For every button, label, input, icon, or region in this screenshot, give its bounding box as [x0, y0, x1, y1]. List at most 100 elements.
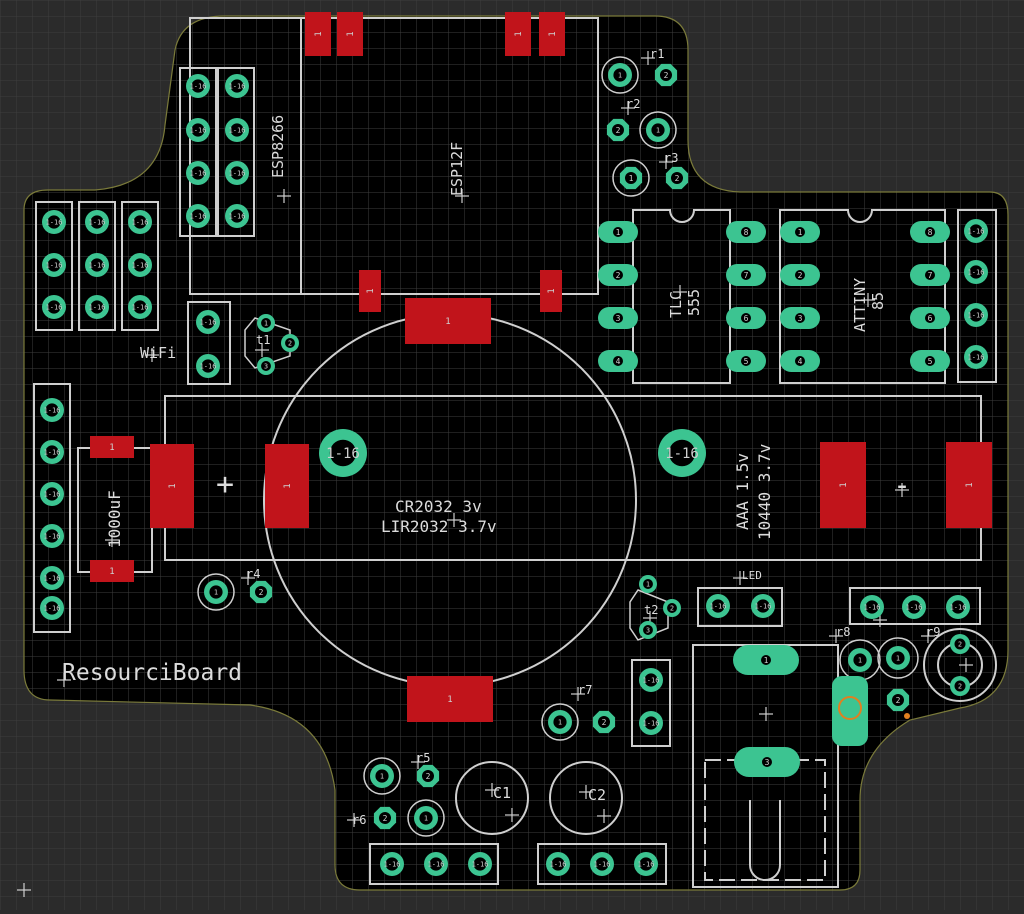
555-label: 555 [685, 289, 703, 316]
attiny-right-pin-0-label: 8 [928, 228, 933, 237]
r5-pad-1: 1 [370, 764, 394, 788]
attiny-right-pin-3: 5 [910, 350, 950, 372]
r2-pad-2-label: 2 [616, 126, 621, 135]
tlc555-right-pin-1: 7 [726, 264, 766, 286]
r3-pad-1-label: 1 [629, 174, 634, 183]
right3-pad-0: 1-16 [860, 595, 884, 619]
r6-pad-1: 1 [414, 806, 438, 830]
attiny-right-pin-2-hole [925, 313, 935, 323]
esp-smd-3: 1 [539, 12, 565, 56]
right-header-pad-0-hole [969, 224, 983, 238]
right3-pad-1-hole [907, 600, 921, 614]
left-b-pad-2: 1-16 [85, 295, 109, 319]
attiny-right-pin-2: 6 [910, 307, 950, 329]
attiny-label: ATTINY [851, 278, 869, 332]
t2-pad-1-label: 1 [646, 580, 650, 588]
esp-smd-5: 1 [540, 270, 562, 312]
tlc555-left-pin-2-label: 3 [616, 314, 621, 323]
right-header-pad-0: 1-16 [964, 219, 988, 243]
battery-smd-left: 1 [150, 444, 194, 528]
esp8266-right-pad-3-label: 1-16 [229, 212, 246, 220]
attiny-left-pin-2-hole [795, 313, 805, 323]
r1-pad-1-label: 1 [618, 71, 622, 79]
t2-pad-2: 2 [663, 599, 681, 617]
r6-pad-2-hole [379, 812, 391, 824]
mid2-pad-0-hole [644, 673, 658, 687]
t2-pad-3-hole [643, 625, 653, 635]
r2-outline [639, 111, 677, 149]
esp12f-outline [189, 17, 599, 295]
buzzer-pad-1-hole [954, 680, 966, 692]
r6-pad-1-label: 1 [424, 814, 428, 822]
r6-pad-1-hole [419, 811, 433, 825]
buzzer-pad-2-label: 2 [958, 640, 962, 648]
attiny-left-pin-1: 2 [780, 264, 820, 286]
cap-smd-top-label: 1 [109, 443, 114, 453]
r9-label: r9 [926, 625, 940, 639]
esp8266-left-pad-1-label: 1-16 [190, 126, 207, 134]
jack-pad-1-hole [761, 655, 771, 665]
battery-smd-right-a: 1 [820, 442, 866, 528]
r4-pad-2-label: 2 [259, 588, 264, 597]
jack-pad-3-label: 3 [765, 758, 770, 767]
buzzer-outline [923, 628, 997, 702]
r8-pad-1-label: 1 [858, 656, 862, 664]
attiny-left-pin-3-hole [795, 356, 805, 366]
r5-pad-1-label: 1 [380, 772, 384, 780]
esp-smd-1: 1 [337, 12, 363, 56]
esp8266-right-pad-2-hole [230, 166, 244, 180]
r4-pad-2-hole [255, 586, 267, 598]
cap-smd-bottom: 1 [90, 560, 134, 582]
t1-pad-2-hole [285, 338, 295, 348]
left-long-pad-2-label: 1-16 [44, 490, 61, 498]
left-long-header-outline [33, 383, 71, 633]
battery-smd-right-a-label: 1 [839, 482, 849, 487]
85-label: 85 [869, 292, 887, 310]
led-pad-1-hole [756, 599, 770, 613]
r4-pad-1-label: 1 [214, 588, 218, 596]
r6-pad-2-label: 2 [383, 814, 388, 823]
wifi-pad-0-hole [201, 315, 215, 329]
tlc555-right-pin-3-label: 5 [744, 357, 749, 366]
left-c-pad-2: 1-16 [128, 295, 152, 319]
r4-outline [197, 573, 235, 611]
left-long-pad-0-label: 1-16 [44, 406, 61, 414]
t1-pad-3-hole [261, 361, 271, 371]
bottom-right-pad-1-label: 1-16 [594, 860, 611, 868]
left-b-pad-2-label: 1-16 [89, 303, 106, 311]
t2-pad-3-label: 3 [646, 626, 650, 634]
r2-pad-2: 2 [606, 118, 630, 142]
left-c-pad-0-label: 1-16 [132, 218, 149, 226]
esp-smd-4-rect [359, 270, 381, 312]
bottom-right-pad-1-hole [595, 857, 609, 871]
bottom-left-pad-1: 1-16 [424, 852, 448, 876]
r8-r9-highlight [832, 676, 910, 746]
jack-pad-1: 1 [733, 645, 799, 675]
r5-pad-2: 2 [416, 764, 440, 788]
esp8266-left-pad-2-hole [191, 166, 205, 180]
jack-pad-1-label: 1 [764, 656, 769, 665]
r7-label: r7 [578, 683, 592, 697]
wifi-pad-1-label: 1-16 [200, 362, 217, 370]
left-b-pad-1: 1-16 [85, 253, 109, 277]
r5-pad-2-hole [422, 770, 434, 782]
t1-pad-3: 3 [257, 357, 275, 375]
wifi-pad-0: 1-16 [196, 310, 220, 334]
bottom-right-pad-1: 1-16 [590, 852, 614, 876]
battery-hole-right-hole [668, 439, 696, 467]
attiny-left-pin-1-label: 2 [798, 271, 803, 280]
esp8266-right-pad-2-label: 1-16 [229, 169, 246, 177]
left-c-pad-0-hole [133, 215, 147, 229]
esp-smd-1-rect [337, 12, 363, 56]
esp8266-left-pad-2: 1-16 [186, 161, 210, 185]
tlc555-right-pin-0-hole [741, 227, 751, 237]
cap-smd-bottom-rect [90, 560, 134, 582]
jack-pad-3: 3 [734, 747, 800, 777]
r5-outline [363, 757, 401, 795]
buzzer-pad-2-hole [954, 638, 966, 650]
esp8266-left-pad-3-label: 1-16 [190, 212, 207, 220]
buzzer-pad-1-label: 2 [958, 682, 962, 690]
right3-pad-0-label: 1-16 [864, 603, 881, 611]
mid2-pad-0: 1-16 [639, 668, 663, 692]
